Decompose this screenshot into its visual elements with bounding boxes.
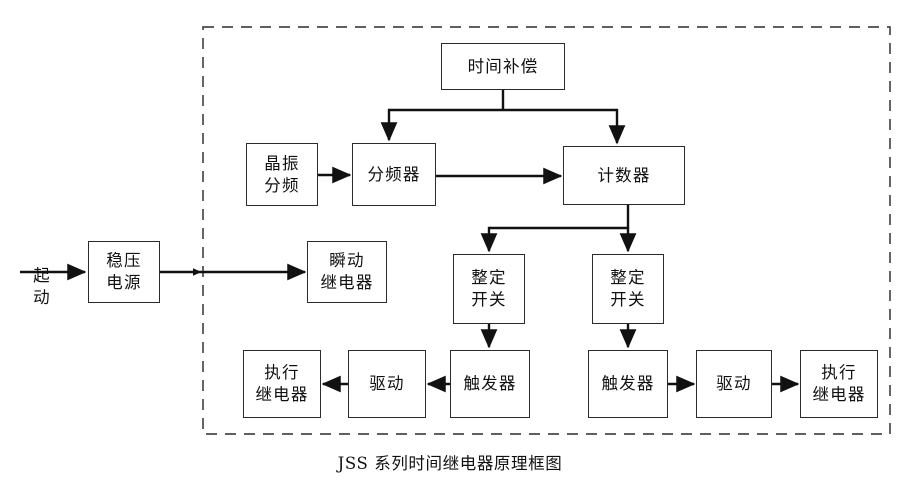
edge-timecomp-fanout: [389, 90, 617, 112]
node-driver-1-label: 驱动: [369, 374, 405, 394]
node-instantaneous-relay-label: 瞬动 继电器: [320, 251, 374, 292]
node-frequency-divider-label: 分频器: [367, 164, 421, 184]
label-start: 起 动: [18, 243, 66, 307]
node-trigger-1[interactable]: 触发器: [450, 350, 530, 418]
node-setting-switch-2[interactable]: 整定 开关: [592, 254, 664, 324]
node-trigger-2-label: 触发器: [601, 374, 655, 394]
edge-midpoint-arrow-icon: [193, 268, 202, 276]
node-execution-relay-1[interactable]: 执行 继电器: [243, 350, 321, 418]
node-instantaneous-relay[interactable]: 瞬动 继电器: [307, 241, 387, 303]
node-crystal-oscillator-label: 晶振 分频: [264, 153, 300, 195]
node-driver-2-label: 驱动: [716, 374, 752, 394]
node-setting-switch-2-label: 整定 开关: [610, 268, 646, 309]
node-crystal-oscillator[interactable]: 晶振 分频: [246, 143, 318, 206]
node-time-compensation[interactable]: 时间补偿: [441, 43, 565, 90]
node-time-compensation-label: 时间补偿: [467, 56, 539, 76]
node-trigger-1-label: 触发器: [463, 374, 517, 394]
node-trigger-2[interactable]: 触发器: [588, 350, 668, 418]
node-counter-label: 计数器: [597, 165, 651, 185]
node-setting-switch-1-label: 整定 开关: [471, 268, 507, 309]
node-frequency-divider[interactable]: 分频器: [352, 143, 436, 206]
node-execution-relay-2-label: 执行 继电器: [812, 363, 866, 404]
node-driver-1[interactable]: 驱动: [348, 350, 426, 418]
edge-counter-fanout: [489, 205, 630, 230]
node-driver-2[interactable]: 驱动: [696, 350, 772, 418]
node-power[interactable]: 稳压 电源: [88, 241, 160, 303]
node-setting-switch-1[interactable]: 整定 开关: [453, 254, 525, 324]
diagram-caption: JSS 系列时间继电器原理框图: [337, 454, 563, 473]
dashed-enclosure: [202, 26, 891, 435]
node-execution-relay-2[interactable]: 执行 继电器: [800, 350, 878, 418]
node-counter[interactable]: 计数器: [563, 146, 685, 205]
label-start-text: 起 动: [33, 265, 51, 307]
node-power-label: 稳压 电源: [106, 251, 142, 292]
node-execution-relay-1-label: 执行 继电器: [255, 363, 309, 404]
